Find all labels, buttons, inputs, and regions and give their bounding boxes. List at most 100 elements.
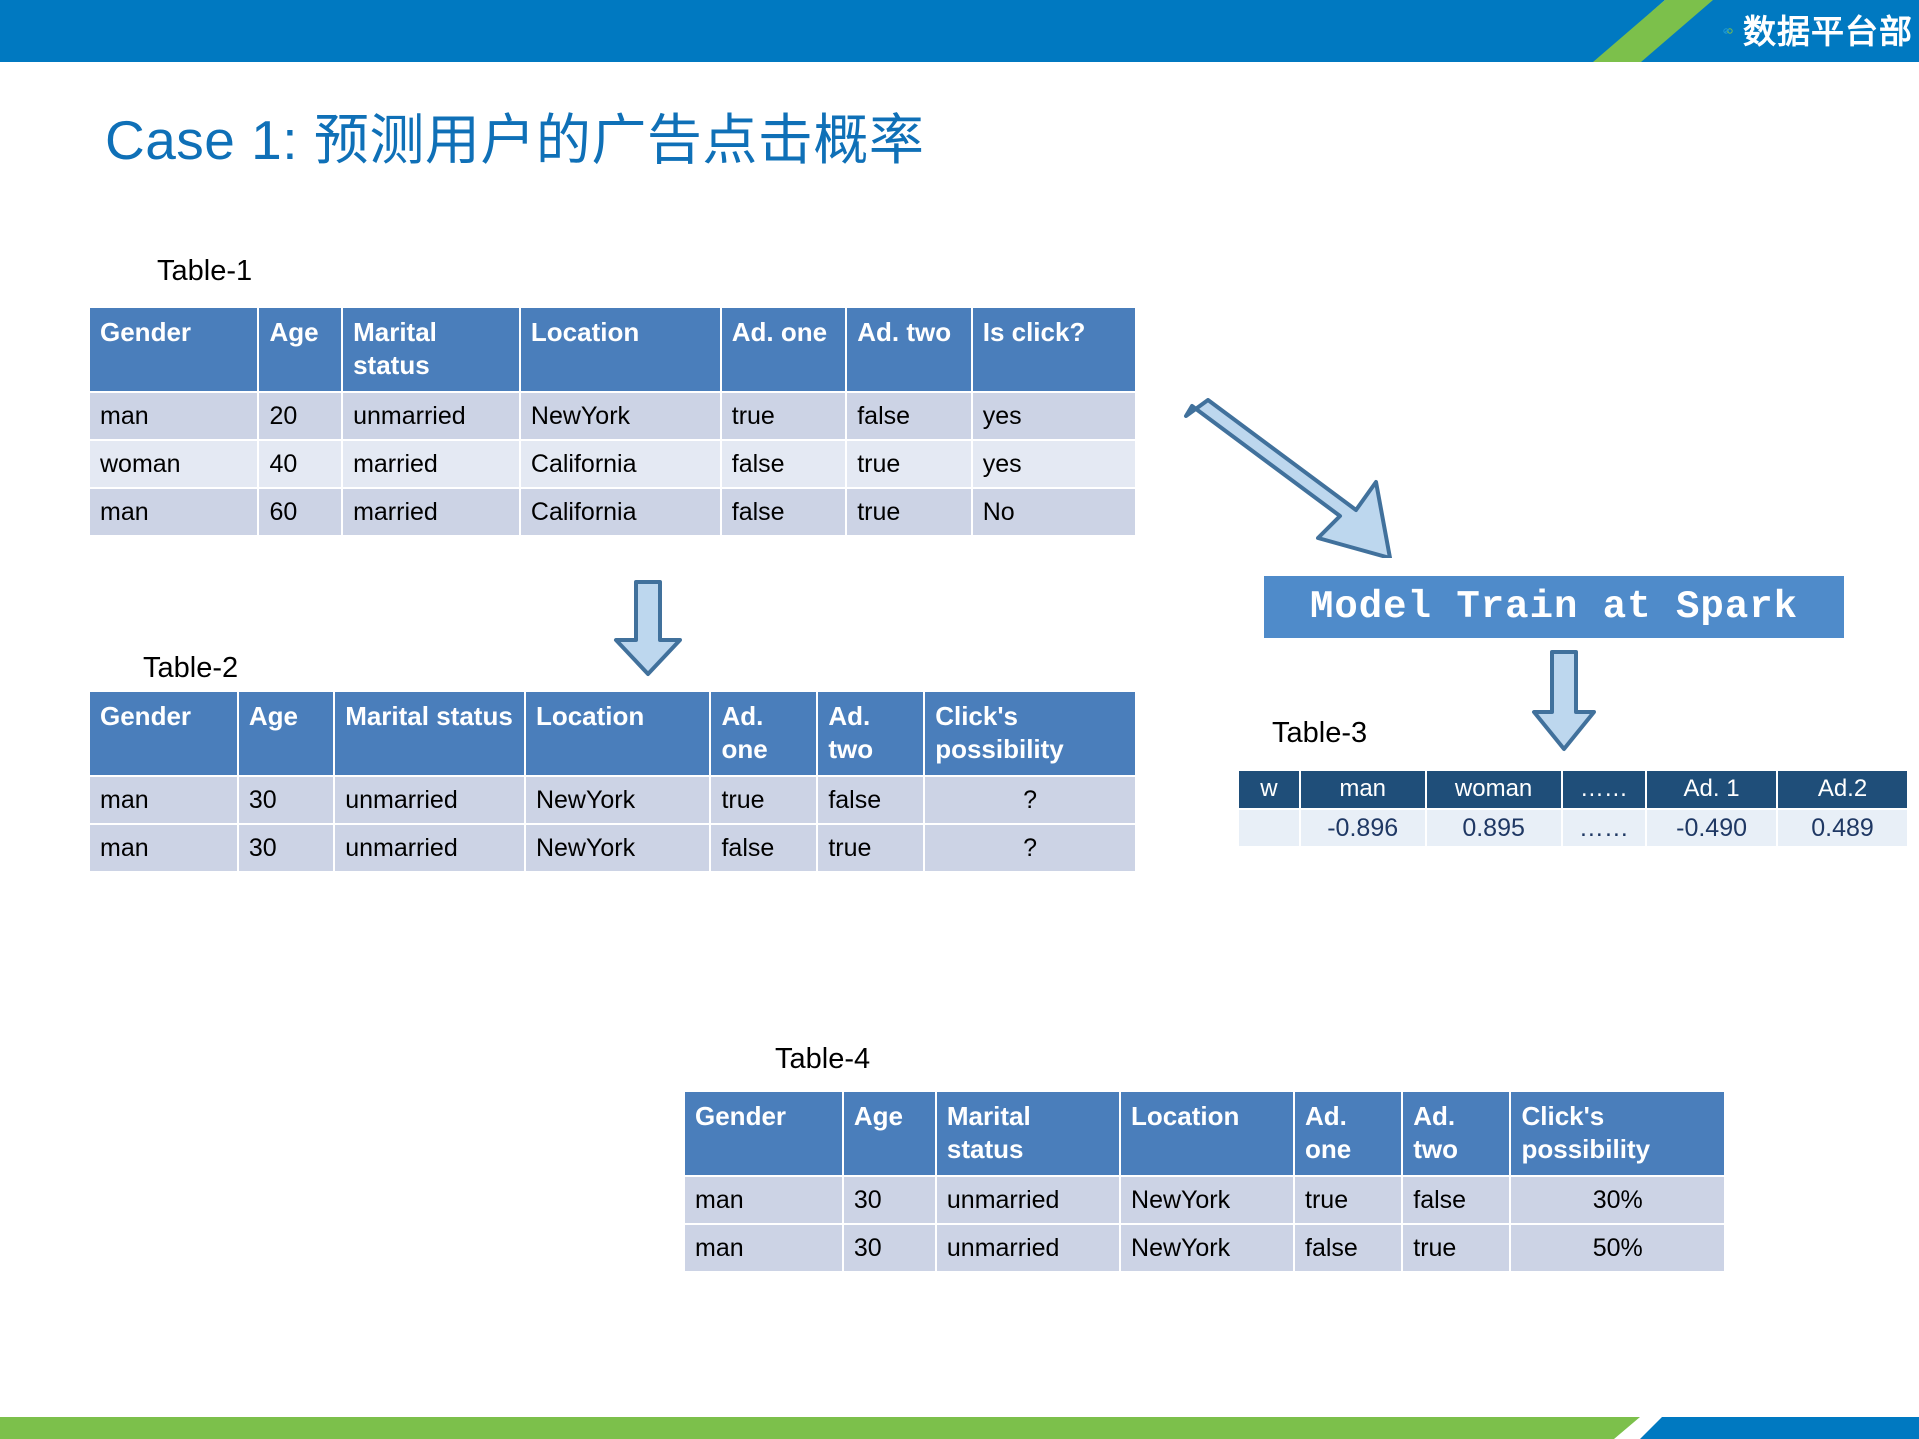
cell-gender: woman bbox=[90, 440, 258, 487]
bottom-bar bbox=[0, 1417, 1919, 1439]
cell-gender: man bbox=[90, 392, 258, 439]
table-row: man 30 unmarried NewYork false true 50% bbox=[685, 1224, 1724, 1271]
cell-ellipsis: …… bbox=[1562, 809, 1646, 846]
cell-woman-weight: 0.895 bbox=[1426, 809, 1561, 846]
cell-clicks-possibility: ? bbox=[925, 824, 1135, 871]
cell-ad-two: true bbox=[818, 824, 924, 871]
table4-col-clicks-possibility: Click's possibility bbox=[1511, 1092, 1724, 1175]
table3-col-ad-1: Ad. 1 bbox=[1647, 771, 1777, 808]
cell-ad-one: false bbox=[721, 440, 846, 487]
table3-col-ellipsis: …… bbox=[1562, 771, 1646, 808]
table2-header-row: Gender Age Marital status Location Ad. o… bbox=[90, 692, 1135, 775]
cell-marital-status: unmarried bbox=[335, 776, 524, 823]
bottom-green-bar bbox=[0, 1417, 1640, 1439]
table1-col-ad-one: Ad. one bbox=[721, 308, 846, 391]
cell-location: NewYork bbox=[520, 392, 720, 439]
cell-location: NewYork bbox=[1121, 1176, 1294, 1223]
table-2: Gender Age Marital status Location Ad. o… bbox=[88, 690, 1137, 873]
table3-col-woman: woman bbox=[1426, 771, 1561, 808]
bottom-blue-bar bbox=[1640, 1417, 1919, 1439]
cell-ad-two: false bbox=[818, 776, 924, 823]
arrow-model-to-table3-icon bbox=[1532, 650, 1596, 751]
table1-col-location: Location bbox=[520, 308, 720, 391]
table1-caption: Table-1 bbox=[157, 255, 253, 287]
cell-age: 30 bbox=[843, 1224, 935, 1271]
model-train-label: Model Train at Spark bbox=[1309, 585, 1799, 629]
table4-col-ad-one: Ad. one bbox=[1295, 1092, 1402, 1175]
table4-col-gender: Gender bbox=[685, 1092, 842, 1175]
arrow-table1-to-table2-icon bbox=[614, 580, 682, 676]
cell-age: 40 bbox=[259, 440, 342, 487]
cell-age: 60 bbox=[259, 488, 342, 535]
cell-ad-two: true bbox=[847, 440, 971, 487]
banner-blue-shape bbox=[0, 0, 1919, 62]
cell-is-click: yes bbox=[972, 440, 1135, 487]
table3-col-ad-2: Ad.2 bbox=[1778, 771, 1907, 808]
table3-caption: Table-3 bbox=[1272, 717, 1368, 749]
table1-col-age: Age bbox=[259, 308, 342, 391]
table2-col-marital-status: Marital status bbox=[335, 692, 524, 775]
table3-col-man: man bbox=[1300, 771, 1425, 808]
table2-col-ad-one: Ad. one bbox=[711, 692, 817, 775]
table2-caption: Table-2 bbox=[143, 652, 239, 684]
table2-col-location: Location bbox=[525, 692, 710, 775]
cell-w bbox=[1239, 809, 1299, 846]
table-3: w man woman …… Ad. 1 Ad.2 -0.896 0.895 …… bbox=[1237, 769, 1909, 848]
cell-ad-two: false bbox=[1403, 1176, 1510, 1223]
table1-col-marital-status: Marital status bbox=[343, 308, 519, 391]
table4-header-row: Gender Age Marital status Location Ad. o… bbox=[685, 1092, 1724, 1175]
table1-header-row: Gender Age Marital status Location Ad. o… bbox=[90, 308, 1135, 391]
cell-man-weight: -0.896 bbox=[1300, 809, 1425, 846]
cell-age: 30 bbox=[238, 824, 334, 871]
table2-col-ad-two: Ad. two bbox=[818, 692, 924, 775]
cell-gender: man bbox=[685, 1176, 842, 1223]
table2-col-age: Age bbox=[238, 692, 334, 775]
cell-gender: man bbox=[90, 824, 237, 871]
cell-clicks-possibility: 30% bbox=[1511, 1176, 1724, 1223]
cell-ad-one: false bbox=[721, 488, 846, 535]
table4-col-ad-two: Ad. two bbox=[1403, 1092, 1510, 1175]
table1-col-gender: Gender bbox=[90, 308, 258, 391]
cell-location: California bbox=[520, 488, 720, 535]
table4-col-age: Age bbox=[843, 1092, 935, 1175]
cell-ad2-weight: 0.489 bbox=[1778, 809, 1907, 846]
cell-marital-status: unmarried bbox=[335, 824, 524, 871]
top-banner: 数据平台部 bbox=[0, 0, 1919, 62]
table4-caption: Table-4 bbox=[775, 1043, 871, 1075]
cell-location: NewYork bbox=[1121, 1224, 1294, 1271]
table1-col-ad-two: Ad. two bbox=[847, 308, 971, 391]
cell-marital-status: married bbox=[343, 488, 519, 535]
cell-ad-one: true bbox=[721, 392, 846, 439]
table-4: Gender Age Marital status Location Ad. o… bbox=[683, 1090, 1726, 1273]
cell-location: California bbox=[520, 440, 720, 487]
cell-age: 30 bbox=[238, 776, 334, 823]
cell-ad1-weight: -0.490 bbox=[1647, 809, 1777, 846]
table2-col-gender: Gender bbox=[90, 692, 237, 775]
cell-location: NewYork bbox=[525, 824, 710, 871]
page-title: Case 1: 预测用户的广告点击概率 bbox=[105, 109, 925, 171]
table3-col-w: w bbox=[1239, 771, 1299, 808]
cell-clicks-possibility: 50% bbox=[1511, 1224, 1724, 1271]
table4-col-location: Location bbox=[1121, 1092, 1294, 1175]
table-row: -0.896 0.895 …… -0.490 0.489 bbox=[1239, 809, 1907, 846]
table4-col-marital-status: Marital status bbox=[936, 1092, 1120, 1175]
cell-gender: man bbox=[685, 1224, 842, 1271]
table2-col-clicks-possibility: Click's possibility bbox=[925, 692, 1135, 775]
table3-header-row: w man woman …… Ad. 1 Ad.2 bbox=[1239, 771, 1907, 808]
table-row: man 30 unmarried NewYork false true ? bbox=[90, 824, 1135, 871]
table-row: man 60 married California false true No bbox=[90, 488, 1135, 535]
table-row: man 30 unmarried NewYork true false ? bbox=[90, 776, 1135, 823]
cell-clicks-possibility: ? bbox=[925, 776, 1135, 823]
table-row: woman 40 married California false true y… bbox=[90, 440, 1135, 487]
logo-text: 数据平台部 bbox=[1743, 12, 1913, 50]
table1-col-is-click: Is click? bbox=[972, 308, 1135, 391]
brand-logo: 数据平台部 bbox=[1723, 5, 1913, 57]
cell-marital-status: unmarried bbox=[343, 392, 519, 439]
infinity-rings-logo-icon bbox=[1723, 28, 1733, 34]
cell-marital-status: married bbox=[343, 440, 519, 487]
cell-marital-status: unmarried bbox=[936, 1224, 1120, 1271]
table-1: Gender Age Marital status Location Ad. o… bbox=[88, 306, 1137, 537]
arrow-table1-to-model-icon bbox=[1184, 398, 1392, 558]
cell-ad-one: false bbox=[711, 824, 817, 871]
cell-is-click: yes bbox=[972, 392, 1135, 439]
